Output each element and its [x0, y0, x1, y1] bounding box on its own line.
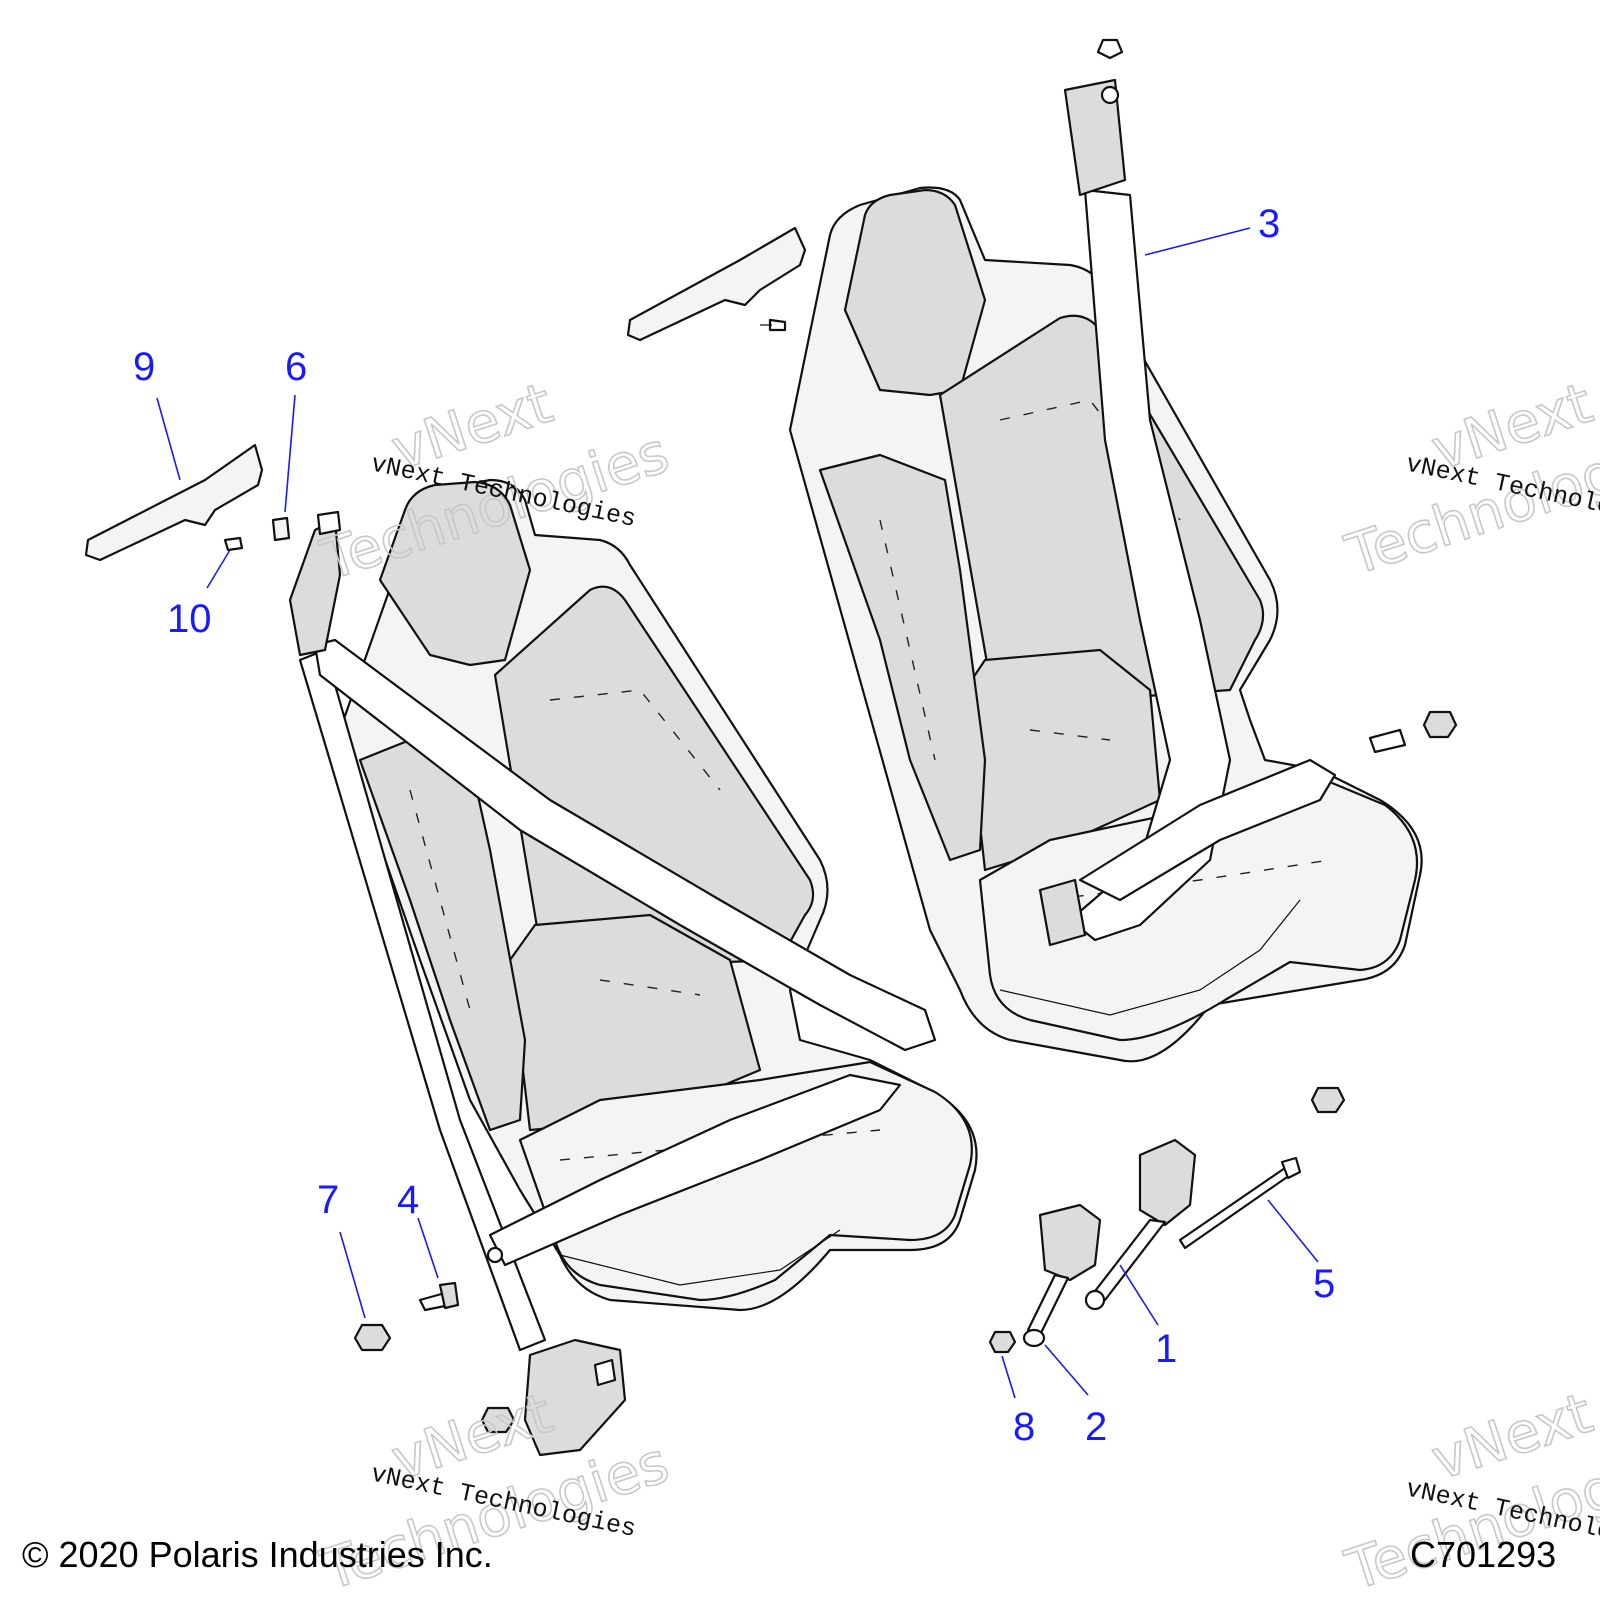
right-seat: [788, 186, 1423, 1063]
right-shoulder-belt: [1038, 38, 1458, 1114]
callout-5: 5: [1313, 1262, 1335, 1306]
callout-3: 3: [1258, 202, 1280, 246]
leader-9: [156, 397, 181, 481]
left-shoulder-belt: [288, 510, 937, 1457]
leader-1: [1119, 1264, 1159, 1326]
leader-6: [284, 394, 296, 513]
callout-4: 4: [397, 1178, 419, 1222]
callout-10: 10: [167, 597, 212, 641]
leader-3: [1144, 227, 1251, 256]
trim-bracket-9: [84, 443, 460, 1352]
callout-9: 9: [133, 345, 155, 389]
copyright-text: © 2020 Polaris Industries Inc.: [22, 1534, 493, 1575]
upper-trim-bracket: [626, 226, 807, 342]
drawing-number: C701293: [1410, 1534, 1556, 1575]
leader-2: [1044, 1344, 1089, 1396]
leader-7: [339, 1231, 366, 1319]
callout-2: 2: [1085, 1405, 1107, 1449]
callouts: 1 2 3 4 5 6 7 8 9 10: [133, 202, 1335, 1449]
leader-4: [417, 1217, 439, 1279]
seat-belt-buckles: [988, 1138, 1302, 1354]
callout-6: 6: [285, 345, 307, 389]
callout-1: 1: [1155, 1327, 1177, 1371]
callout-7: 7: [317, 1178, 339, 1222]
leader-10: [206, 549, 231, 589]
leader-5: [1267, 1199, 1319, 1263]
callout-8: 8: [1013, 1405, 1035, 1449]
leader-8: [1001, 1355, 1016, 1399]
